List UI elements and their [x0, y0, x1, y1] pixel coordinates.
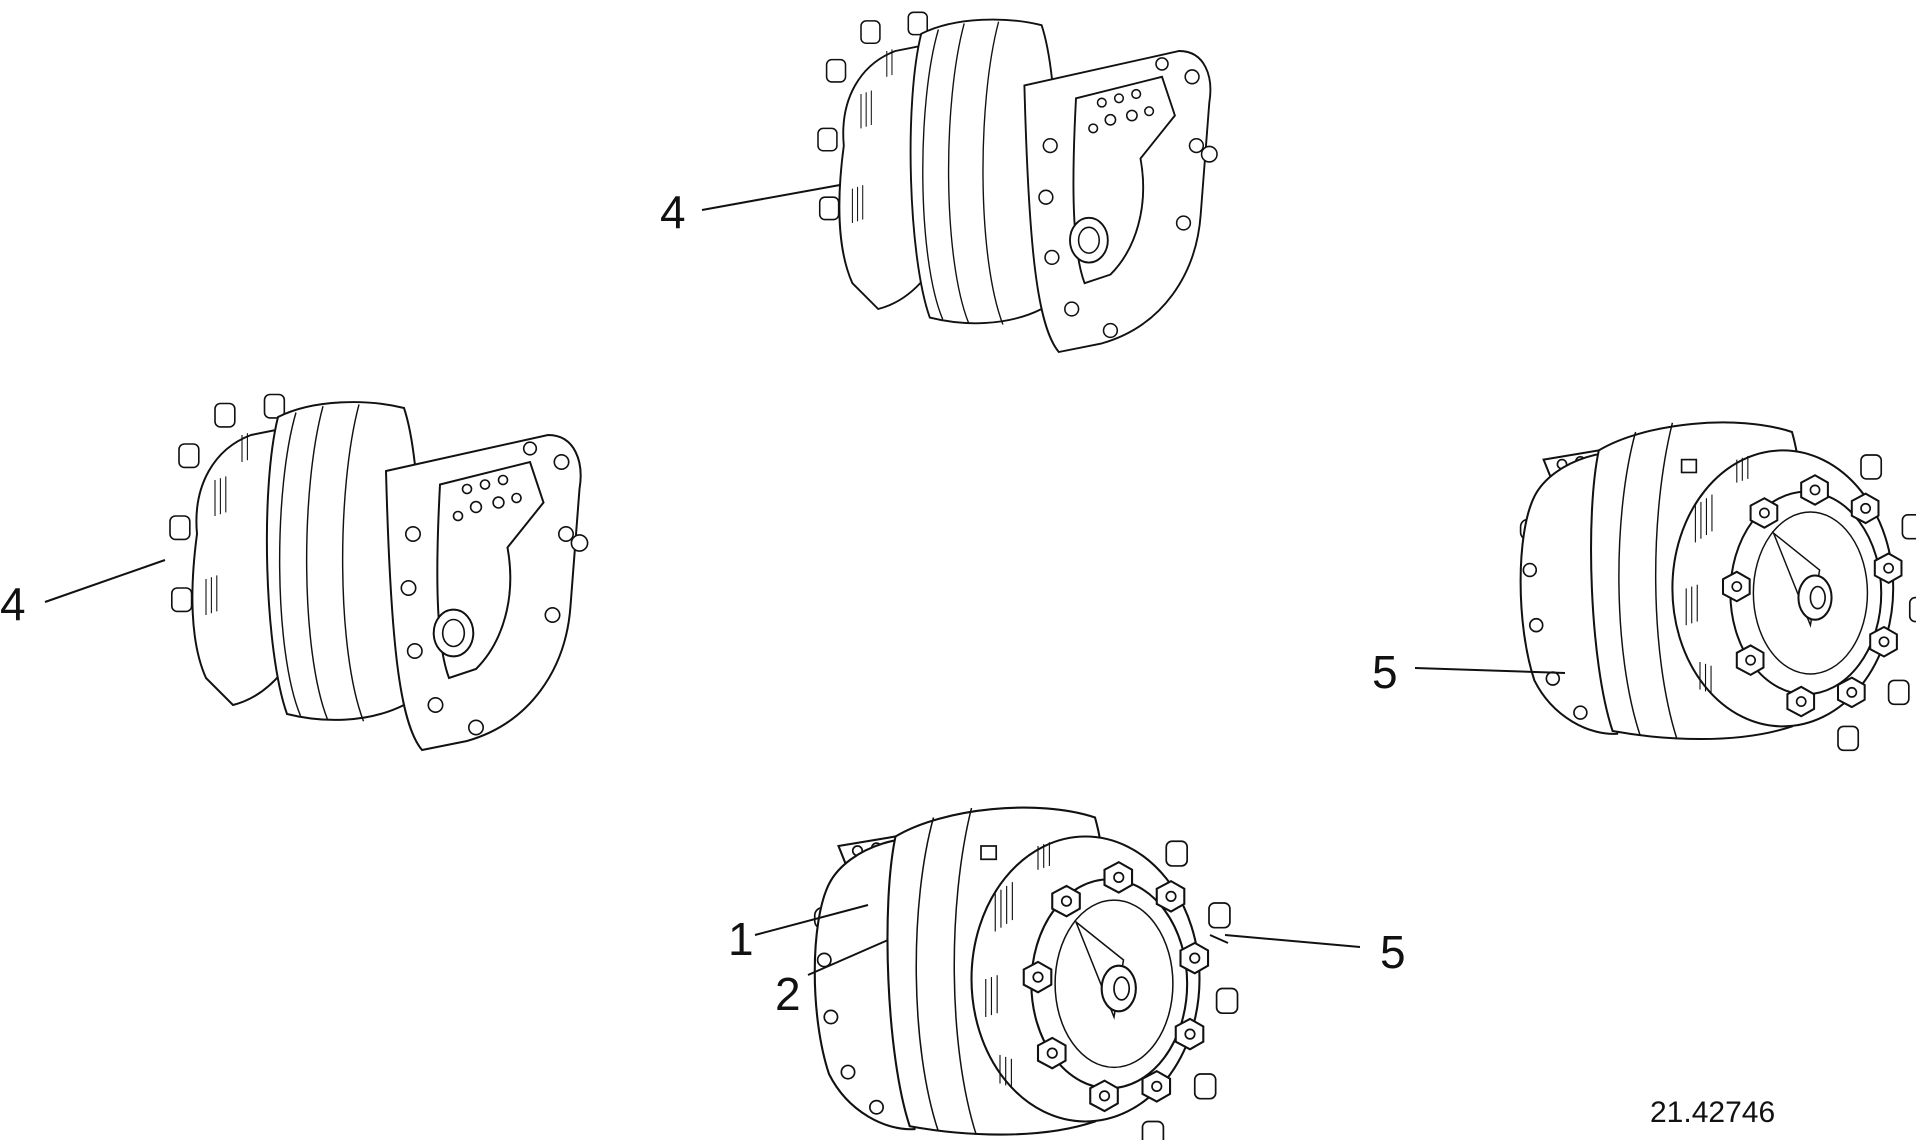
callout-bottom-2: 2: [775, 968, 801, 1020]
callout-top-4: 4: [660, 186, 686, 238]
motor-top: [817, 11, 1218, 353]
callout-left-4: 4: [0, 578, 26, 630]
motor-right: [1519, 421, 1916, 752]
leader-bottom-5-a: [1209, 934, 1229, 944]
leader-top-4: [701, 184, 841, 211]
document-number: 21.42746: [1650, 1096, 1775, 1129]
leader-lines: [44, 184, 1566, 976]
callout-bottom-5: 5: [1380, 926, 1406, 978]
motor-left: [169, 393, 589, 751]
motor-bottom: [813, 806, 1239, 1140]
leader-right-5: [1414, 667, 1566, 674]
leader-bottom-2: [807, 939, 889, 976]
callout-bottom-1: 1: [728, 913, 754, 965]
leader-bottom-5: [1224, 934, 1361, 948]
callout-right-5: 5: [1372, 646, 1398, 698]
leader-left-4: [44, 559, 166, 603]
leader-bottom-1: [754, 904, 869, 936]
